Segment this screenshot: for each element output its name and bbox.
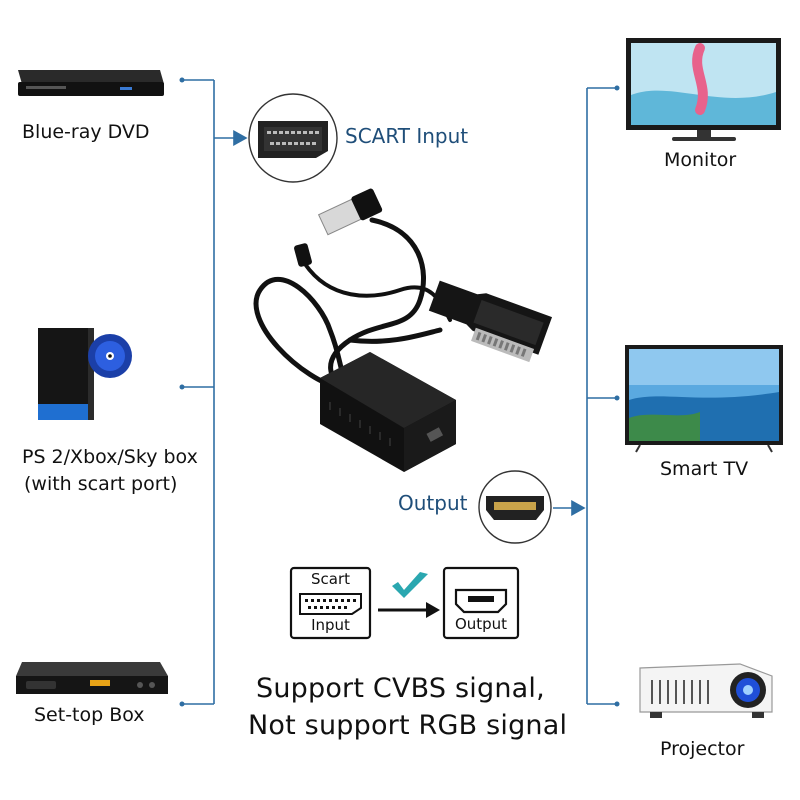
device-label-projector: Projector <box>660 738 745 760</box>
bus-dot <box>179 701 185 707</box>
conversion-to-label: Output <box>454 615 508 633</box>
left-bus-line <box>182 79 248 705</box>
bus-dot <box>614 85 620 91</box>
scart-to-hdmi-adapter <box>253 188 553 472</box>
scart-input-label: SCART Input <box>345 124 469 148</box>
source-label-set-top-box: Set-top Box <box>34 704 145 726</box>
check-icon <box>392 572 428 598</box>
set-top-box-icon <box>16 662 168 694</box>
right-arrow-icon <box>378 602 440 618</box>
conversion-from-line1: Scart <box>310 570 350 588</box>
source-sublabel-console: (with scart port) <box>24 473 178 495</box>
output-label: Output <box>398 491 468 515</box>
blu-ray-player-icon <box>18 70 164 96</box>
hdmi-output-mini-icon <box>442 566 520 640</box>
right-bus-line <box>553 87 617 705</box>
device-label-smart-tv: Smart TV <box>660 458 749 480</box>
bus-dot <box>614 395 620 401</box>
note-line-1: Support CVBS signal, <box>256 673 545 704</box>
bus-dot <box>179 384 185 390</box>
monitor-icon <box>626 38 781 141</box>
smart-tv-icon <box>625 345 783 453</box>
note-line-2: Not support RGB signal <box>248 710 568 741</box>
conversion-from-line2: Input <box>311 616 350 634</box>
device-label-monitor: Monitor <box>664 149 737 171</box>
hdmi-connector-icon <box>478 470 552 544</box>
scart-connector-icon <box>248 93 338 183</box>
source-label-console: PS 2/Xbox/Sky box <box>22 446 198 468</box>
bus-dot <box>179 77 185 83</box>
scart-input-mini-icon <box>289 566 372 640</box>
bus-dot <box>614 701 620 707</box>
projector-icon <box>639 663 773 718</box>
source-label-blu-ray: Blue-ray DVD <box>22 121 150 143</box>
game-console-icon <box>38 328 132 420</box>
